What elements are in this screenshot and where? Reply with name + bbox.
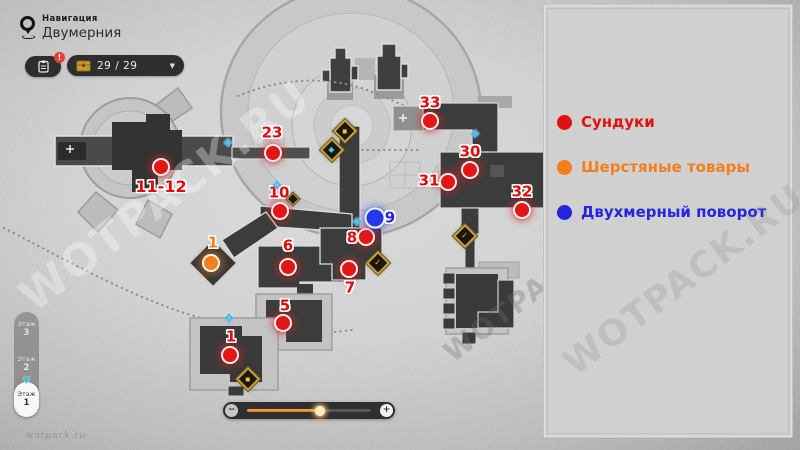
floor-number: 1 — [23, 398, 30, 409]
marker-31[interactable] — [439, 173, 457, 191]
zoom-out-button[interactable]: − — [225, 404, 238, 417]
legend-label: Двухмерный поворот — [581, 203, 767, 221]
legend-dot-icon — [557, 114, 572, 130]
floor-number: 3 — [23, 328, 30, 339]
marker-30[interactable] — [461, 161, 479, 179]
marker-7[interactable] — [340, 260, 358, 278]
floor-active-arrow-icon: ▼ — [23, 376, 30, 386]
legend-dot-icon — [557, 159, 572, 175]
poi-glyph: ✓ — [374, 257, 382, 267]
marker-10[interactable] — [271, 202, 289, 220]
quest-log-button[interactable]: ! — [25, 52, 65, 77]
location-pin-icon — [20, 16, 35, 39]
poi-glyph: ◆ — [328, 145, 336, 154]
marker-1[interactable] — [221, 346, 239, 364]
marker-11-12[interactable] — [152, 158, 170, 176]
zoom-slider-fill — [247, 409, 321, 412]
zoom-slider-knob[interactable] — [315, 405, 326, 416]
marker-23[interactable] — [264, 144, 282, 162]
teleport-icon-tp-right[interactable]: ❖ — [469, 127, 481, 141]
marker-label-31: 31 — [418, 171, 440, 190]
marker-label-7: 7 — [344, 278, 356, 297]
map-dome — [219, 0, 483, 239]
marker-9[interactable] — [364, 207, 386, 229]
nav-label: Навигация — [42, 14, 98, 24]
zoom-in-button[interactable]: + — [380, 404, 393, 417]
chest-icon — [76, 60, 91, 71]
marker-label-8: 8 — [346, 228, 358, 247]
marker-label-30: 30 — [459, 142, 481, 161]
poi-diamond-icon-room-poi[interactable]: ▪ — [235, 366, 261, 392]
marker-label-11-12: 11-12 — [135, 177, 187, 196]
legend-label: Сундуки — [581, 113, 655, 131]
legend-label: Шерстяные товары — [581, 158, 750, 176]
poi-glyph: ✓ — [461, 230, 469, 240]
marker-1-wool[interactable] — [202, 254, 220, 272]
poi-glyph: ▪ — [342, 125, 348, 135]
teleport-icon-tp-left[interactable]: ❖ — [222, 136, 234, 150]
poi-diamond-icon-dome-poi-a[interactable]: ▪ — [332, 118, 358, 144]
zoom-slider[interactable]: − + — [223, 402, 395, 419]
page-title: Двумерния — [42, 25, 122, 41]
teleport-icon-tp-8[interactable]: ❖ — [351, 215, 363, 229]
floor-word: Этаж — [17, 389, 36, 398]
poi-diamond-icon-right-poi[interactable]: ✓ — [452, 223, 478, 249]
floor-word: Этаж — [17, 319, 36, 328]
marker-8[interactable] — [357, 228, 375, 246]
floor-number: 2 — [23, 363, 30, 374]
marker-label-33: 33 — [419, 93, 441, 112]
chest-counter-value: 29 / 29 — [97, 59, 138, 72]
map-towers — [321, 43, 409, 100]
header: Навигация Двумерния — [20, 14, 121, 41]
marker-label-32: 32 — [511, 182, 533, 201]
marker-label-1-wool: 1 — [207, 233, 219, 252]
clipboard-icon — [37, 60, 49, 73]
chest-counter-dropdown[interactable]: 29 / 29 ▼ — [67, 55, 184, 76]
teleport-icon-tp-room[interactable]: ❖ — [223, 311, 235, 325]
floor-word: Этаж — [17, 354, 36, 363]
map-right-structures — [392, 96, 546, 345]
marker-label-23: 23 — [261, 123, 283, 142]
legend-item-2: Двухмерный поворот — [557, 203, 766, 221]
zoom-slider-track[interactable] — [247, 405, 371, 416]
marker-label-1: 1 — [225, 327, 237, 346]
poi-glyph: ▪ — [245, 373, 251, 383]
legend-dot-icon — [557, 204, 572, 220]
legend-item-0: Сундуки — [557, 113, 766, 131]
poi-diamond-icon-dome-poi-b[interactable]: ◆ — [319, 137, 345, 163]
legend-item-1: Шерстяные товары — [557, 158, 766, 176]
poi-diamond-icon-corridor-poi[interactable]: ✓ — [365, 250, 391, 276]
notification-badge: ! — [54, 52, 65, 63]
chevron-down-icon: ▼ — [169, 61, 175, 70]
marker-label-5: 5 — [279, 296, 291, 315]
marker-33[interactable] — [421, 112, 439, 130]
teleport-icon-tp-10[interactable]: ❖ — [271, 178, 283, 192]
marker-5[interactable] — [274, 314, 292, 332]
marker-32[interactable] — [513, 201, 531, 219]
marker-label-10: 10 — [268, 183, 290, 202]
marker-6[interactable] — [279, 258, 297, 276]
marker-label-9: 9 — [384, 208, 396, 227]
marker-label-6: 6 — [282, 236, 294, 255]
